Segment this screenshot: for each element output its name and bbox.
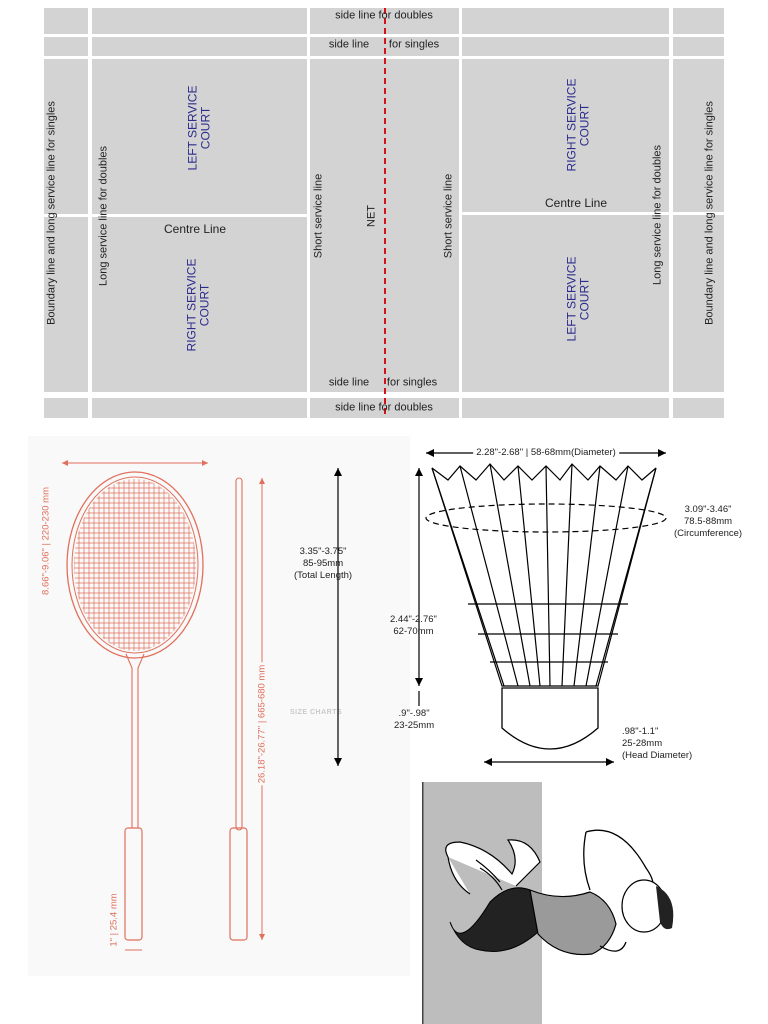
arrow-head xyxy=(334,758,342,766)
side-line-doubles-top-label: side line for doubles xyxy=(335,9,433,22)
player-legs xyxy=(445,839,541,895)
side-line-singles-bottom-label-a: side line xyxy=(328,376,370,389)
arrow-head xyxy=(484,758,492,766)
shuttle-base-height-label: .9"-.98" 23-25mm xyxy=(394,708,435,731)
shuttle-diameter-label: 2.28"-2.68" | 58-68mm(Diameter) xyxy=(473,447,619,459)
long-service-line-right-label: Long service line for doubles xyxy=(651,144,664,286)
player-torso xyxy=(529,889,617,956)
court-diagram: side line for doubles side line for sing… xyxy=(0,0,768,425)
arrow-head xyxy=(415,468,423,476)
side-line-singles-top-label-b: for singles xyxy=(388,38,440,51)
left-service-court-right-line2: COURT xyxy=(577,277,591,321)
shuttle-feathers xyxy=(431,463,657,687)
player-racket-grip xyxy=(475,859,503,891)
long-service-line-right xyxy=(669,8,673,418)
shuttle-circumference-label: 3.09"-3.46" 78.5-88mm (Circumference) xyxy=(674,504,743,539)
racket-handle xyxy=(124,827,143,941)
arrow-head xyxy=(606,758,614,766)
short-service-line-left xyxy=(307,8,310,418)
arrow-head-left xyxy=(62,460,68,466)
net-label: NET xyxy=(365,205,378,227)
short-service-line-right xyxy=(459,8,462,418)
racket-side-frame xyxy=(235,477,243,831)
arrow-head-bottom xyxy=(259,934,265,940)
side-line-singles-bottom-label-b: for singles xyxy=(386,376,438,389)
racket-length-label: 26.18"-26.77" | 665-680 mm xyxy=(256,662,268,786)
boundary-line-right-label: Boundary line and long service line for … xyxy=(703,101,716,325)
shuttle-feather-length-label: 2.44"-2.76" 62-70mm xyxy=(390,614,437,637)
right-service-court-left-line2: COURT xyxy=(197,283,211,327)
arrow-head xyxy=(334,468,342,476)
circumference-ring xyxy=(425,503,667,533)
boundary-line-left-label: Boundary line and long service line for … xyxy=(45,101,58,325)
right-service-court-left-line1: RIGHT SERVICE xyxy=(184,258,199,352)
singles-sideline-top xyxy=(44,56,724,59)
right-service-court-right-line1: RIGHT SERVICE xyxy=(564,78,579,172)
long-service-line-left-label: Long service line for doubles xyxy=(97,145,110,287)
shuttle-head-diameter-label: .98"-1.1" 25-28mm (Head Diameter) xyxy=(622,726,693,761)
shuttlecock-drawing xyxy=(334,449,667,766)
left-service-court-left-line1: LEFT SERVICE xyxy=(185,85,200,171)
doubles-sideline-top xyxy=(44,34,724,37)
short-service-line-right-label: Short service line xyxy=(442,173,455,259)
racket-side-handle xyxy=(229,827,248,941)
short-service-line-left-label: Short service line xyxy=(312,173,325,259)
side-line-singles-top-label-a: side line xyxy=(328,38,370,51)
shuttlecock-diagram: 2.28"-2.68" | 58-68mm(Diameter) 3.35"-3.… xyxy=(282,436,752,781)
centre-line-left-label: Centre Line xyxy=(163,222,227,236)
racket-grip-width-label: 1" | 25.4 mm xyxy=(108,893,120,947)
left-service-court-right-line1: LEFT SERVICE xyxy=(564,256,579,342)
centre-line-right xyxy=(460,212,724,215)
racket-drawing xyxy=(62,460,265,951)
arrow-head xyxy=(415,678,423,686)
side-line-doubles-bottom-label: side line for doubles xyxy=(335,401,433,414)
doubles-sideline-bottom xyxy=(44,395,724,398)
size-charts-watermark: SIZE CHARTS xyxy=(290,709,343,716)
right-service-court-right-line2: COURT xyxy=(577,103,591,147)
right-service-court-left: RIGHT SERVICE COURT xyxy=(184,258,211,352)
shuttle-total-length-label: 3.35"-3.75" 85-95mm (Total Length) xyxy=(294,546,353,581)
centre-line-left xyxy=(44,214,310,217)
court-drawing xyxy=(44,8,724,418)
long-service-line-left xyxy=(88,8,92,418)
arrow-head xyxy=(658,449,666,457)
left-service-court-left: LEFT SERVICE COURT xyxy=(185,85,212,171)
shuttle-cork-base xyxy=(501,687,599,750)
arrow-head-right xyxy=(202,460,208,466)
racket-head-inner xyxy=(71,476,199,654)
arrow-head xyxy=(426,449,434,457)
right-service-court-right: RIGHT SERVICE COURT xyxy=(564,78,591,172)
arrow-head-top xyxy=(259,478,265,484)
player-illustration xyxy=(420,782,690,1024)
left-service-court-right: LEFT SERVICE COURT xyxy=(564,256,591,342)
racket-diagram: 8.66"-9.06" | 220-230 mm 26.18"-26.77" |… xyxy=(28,436,410,976)
court-strip-line xyxy=(422,782,424,1024)
centre-line-right-label: Centre Line xyxy=(544,196,608,210)
left-service-court-left-line2: COURT xyxy=(198,106,212,150)
racket-head xyxy=(66,471,204,659)
player-drawing xyxy=(422,782,674,1024)
racket-head-width-label: 8.66"-9.06" | 220-230 mm xyxy=(40,487,52,595)
racket-throat xyxy=(125,653,145,828)
player-hair xyxy=(656,886,674,930)
